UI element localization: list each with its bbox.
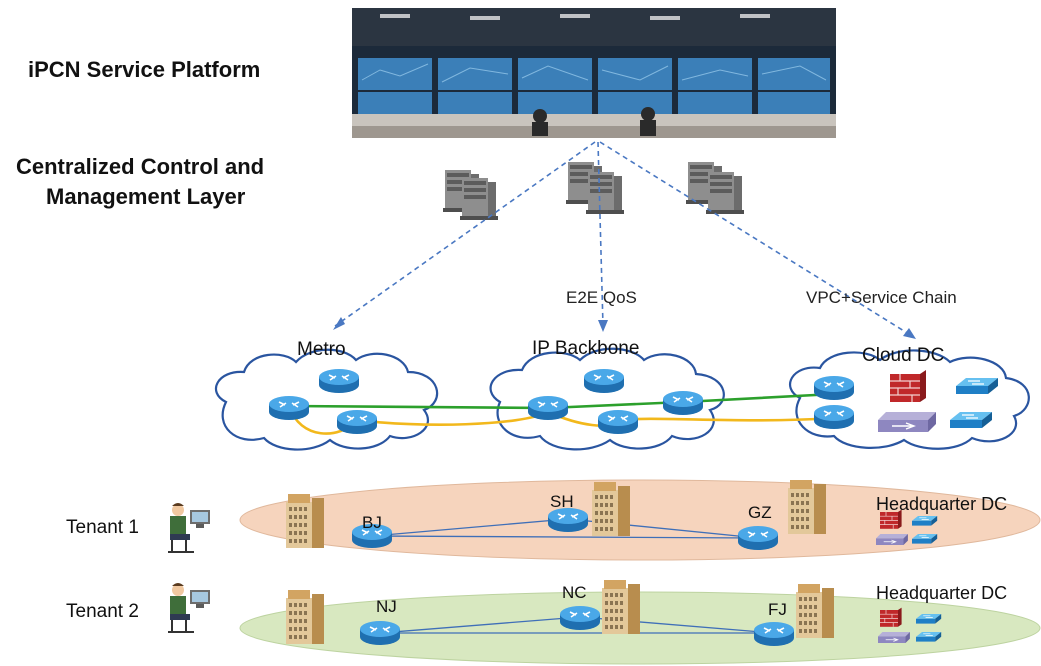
arrow-head-icon	[903, 328, 916, 339]
router-icon	[753, 621, 795, 647]
server-icon	[706, 172, 744, 214]
tenant-1-plane	[239, 479, 1041, 561]
router-icon	[359, 620, 401, 646]
person-at-computer-icon	[167, 502, 211, 553]
tenant-2-dc-label: Headquarter DC	[876, 583, 1007, 603]
building-icon	[796, 584, 834, 638]
site-nj-label: NJ	[376, 597, 397, 616]
link-to-cloud-dc	[599, 141, 913, 337]
router-icon	[813, 375, 855, 401]
site-fj-label: FJ	[768, 600, 787, 619]
control-room-photo	[352, 8, 836, 138]
green-path	[288, 392, 835, 410]
ip-backbone-label: IP Backbone	[532, 338, 639, 359]
control-layer-title-line2: Management Layer	[46, 184, 246, 209]
site-gz-label: GZ	[748, 503, 772, 522]
arrow-head-icon	[333, 317, 345, 330]
router-icon	[559, 605, 601, 631]
control-layer-title-line1: Centralized Control and	[16, 154, 264, 179]
building-icon	[592, 482, 630, 536]
cloud-metro	[214, 348, 439, 451]
router-icon	[268, 395, 310, 421]
e2e-qos-label: E2E QoS	[566, 288, 637, 307]
router-icon	[527, 395, 569, 421]
vpc-service-chain-label: VPC+Service Chain	[806, 288, 957, 307]
router-icon	[737, 525, 779, 551]
controller-servers	[443, 162, 744, 220]
server-icon	[460, 178, 498, 220]
arrow-head-icon	[598, 320, 608, 332]
tenant-1-label: Tenant 1	[66, 517, 139, 538]
building-icon	[602, 580, 640, 634]
router-icon	[597, 409, 639, 435]
router-icon	[662, 390, 704, 416]
link-to-metro	[334, 141, 596, 327]
firewall-icon	[889, 369, 927, 403]
person-at-computer-icon	[167, 582, 211, 633]
building-icon	[788, 480, 826, 534]
metro-label: Metro	[297, 339, 346, 360]
site-nc-label: NC	[562, 583, 587, 602]
building-icon	[286, 494, 324, 548]
tenant-2-label: Tenant 2	[66, 601, 139, 622]
load-balancer-icon	[875, 533, 909, 546]
platform-title: iPCN Service Platform	[28, 57, 260, 82]
site-sh-label: SH	[550, 492, 574, 511]
load-balancer-icon	[877, 631, 911, 644]
router-icon	[583, 368, 625, 394]
router-icon	[547, 507, 589, 533]
building-icon	[286, 590, 324, 644]
cloud-backbone	[489, 347, 725, 451]
server-icon	[586, 172, 624, 214]
site-bj-label: BJ	[362, 513, 382, 532]
link-to-backbone	[597, 141, 604, 327]
router-icon	[318, 368, 360, 394]
router-icon	[813, 404, 855, 430]
tenant-1-dc-label: Headquarter DC	[876, 494, 1007, 514]
router-icon	[336, 409, 378, 435]
control-links	[334, 141, 913, 337]
load-balancer-icon	[877, 411, 937, 433]
tenant-2-plane	[239, 580, 1041, 665]
firewall-icon	[879, 607, 902, 628]
cloud-dc-label: Cloud DC	[862, 345, 944, 366]
